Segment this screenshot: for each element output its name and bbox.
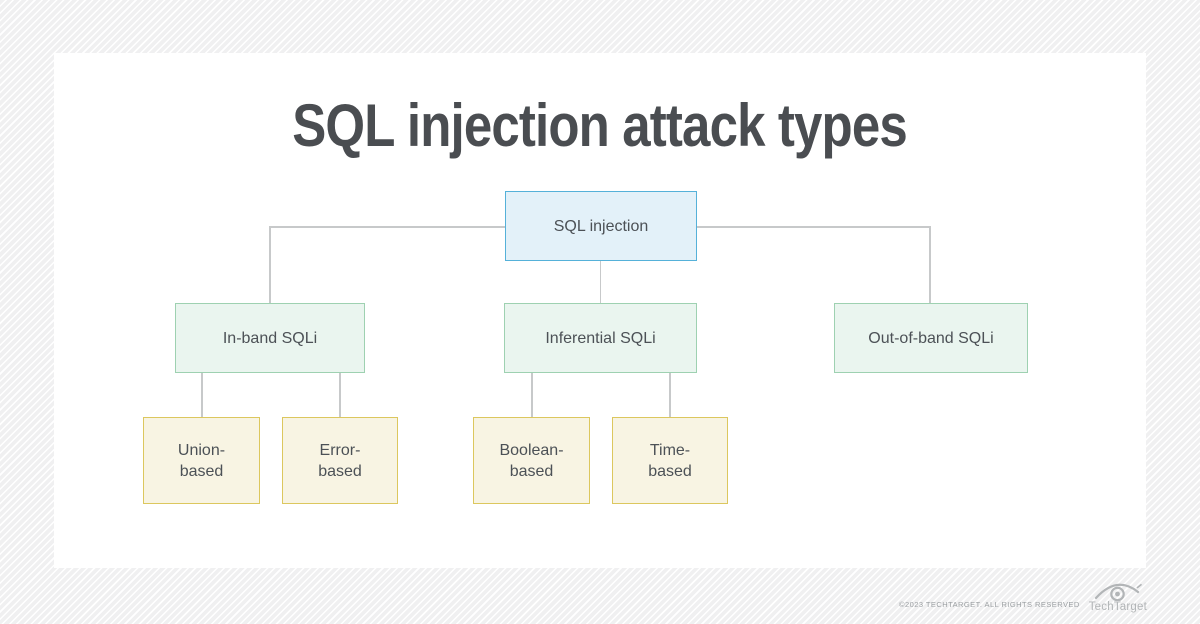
node-inferential-sqli-label: Inferential SQLi bbox=[545, 329, 656, 347]
eye-icon bbox=[1094, 583, 1142, 601]
node-boolean-based-line2: based bbox=[509, 462, 554, 480]
node-time-based-label: Time- based bbox=[648, 440, 692, 482]
node-in-band-sqli-label: In-band SQLi bbox=[222, 329, 318, 347]
connector-root-to-inband bbox=[270, 226, 505, 228]
node-union-based-label: Union- based bbox=[178, 440, 225, 482]
copyright-text: ©2023 TECHTARGET. ALL RIGHTS RESERVED bbox=[899, 600, 1080, 609]
node-boolean-based: Boolean- based bbox=[473, 417, 590, 504]
node-time-based-line1: Time- bbox=[649, 441, 691, 459]
node-boolean-based-label: Boolean- based bbox=[499, 440, 563, 482]
node-union-based-line1: Union- bbox=[177, 441, 226, 459]
connector-root-to-outofband bbox=[697, 226, 930, 228]
node-time-based-line2: based bbox=[648, 462, 692, 480]
node-out-of-band-sqli: Out-of-band SQLi bbox=[834, 303, 1028, 373]
connector-drop-time bbox=[669, 373, 671, 417]
node-union-based-line2: based bbox=[179, 462, 224, 480]
page-title: SQL injection attack types bbox=[54, 91, 1146, 160]
page-title-text: SQL injection attack types bbox=[292, 92, 909, 159]
node-inferential-sqli: Inferential SQLi bbox=[504, 303, 697, 373]
connector-drop-error bbox=[339, 373, 341, 417]
connector-drop-inferential bbox=[599, 261, 601, 303]
infographic-card: SQL injection attack types SQL injection… bbox=[54, 53, 1146, 568]
connector-drop-outofband bbox=[929, 226, 931, 303]
node-out-of-band-sqli-label: Out-of-band SQLi bbox=[868, 329, 994, 347]
connector-drop-inband bbox=[269, 226, 271, 303]
node-sql-injection-label: SQL injection bbox=[553, 217, 649, 235]
node-union-based: Union- based bbox=[143, 417, 260, 504]
node-in-band-sqli: In-band SQLi bbox=[175, 303, 365, 373]
connector-drop-boolean bbox=[531, 373, 533, 417]
node-time-based: Time- based bbox=[612, 417, 728, 504]
node-error-based: Error- based bbox=[282, 417, 398, 504]
techtarget-wordmark: TechTarget bbox=[1088, 600, 1147, 613]
node-boolean-based-line1: Boolean- bbox=[499, 441, 564, 459]
node-error-based-label: Error- based bbox=[318, 440, 362, 482]
node-sql-injection: SQL injection bbox=[505, 191, 697, 261]
node-error-based-line1: Error- bbox=[319, 441, 361, 459]
node-error-based-line2: based bbox=[318, 462, 362, 480]
connector-drop-union bbox=[201, 373, 203, 417]
techtarget-logo: TechTarget bbox=[1089, 581, 1147, 614]
footer: ©2023 TECHTARGET. ALL RIGHTS RESERVED Te… bbox=[899, 581, 1147, 614]
